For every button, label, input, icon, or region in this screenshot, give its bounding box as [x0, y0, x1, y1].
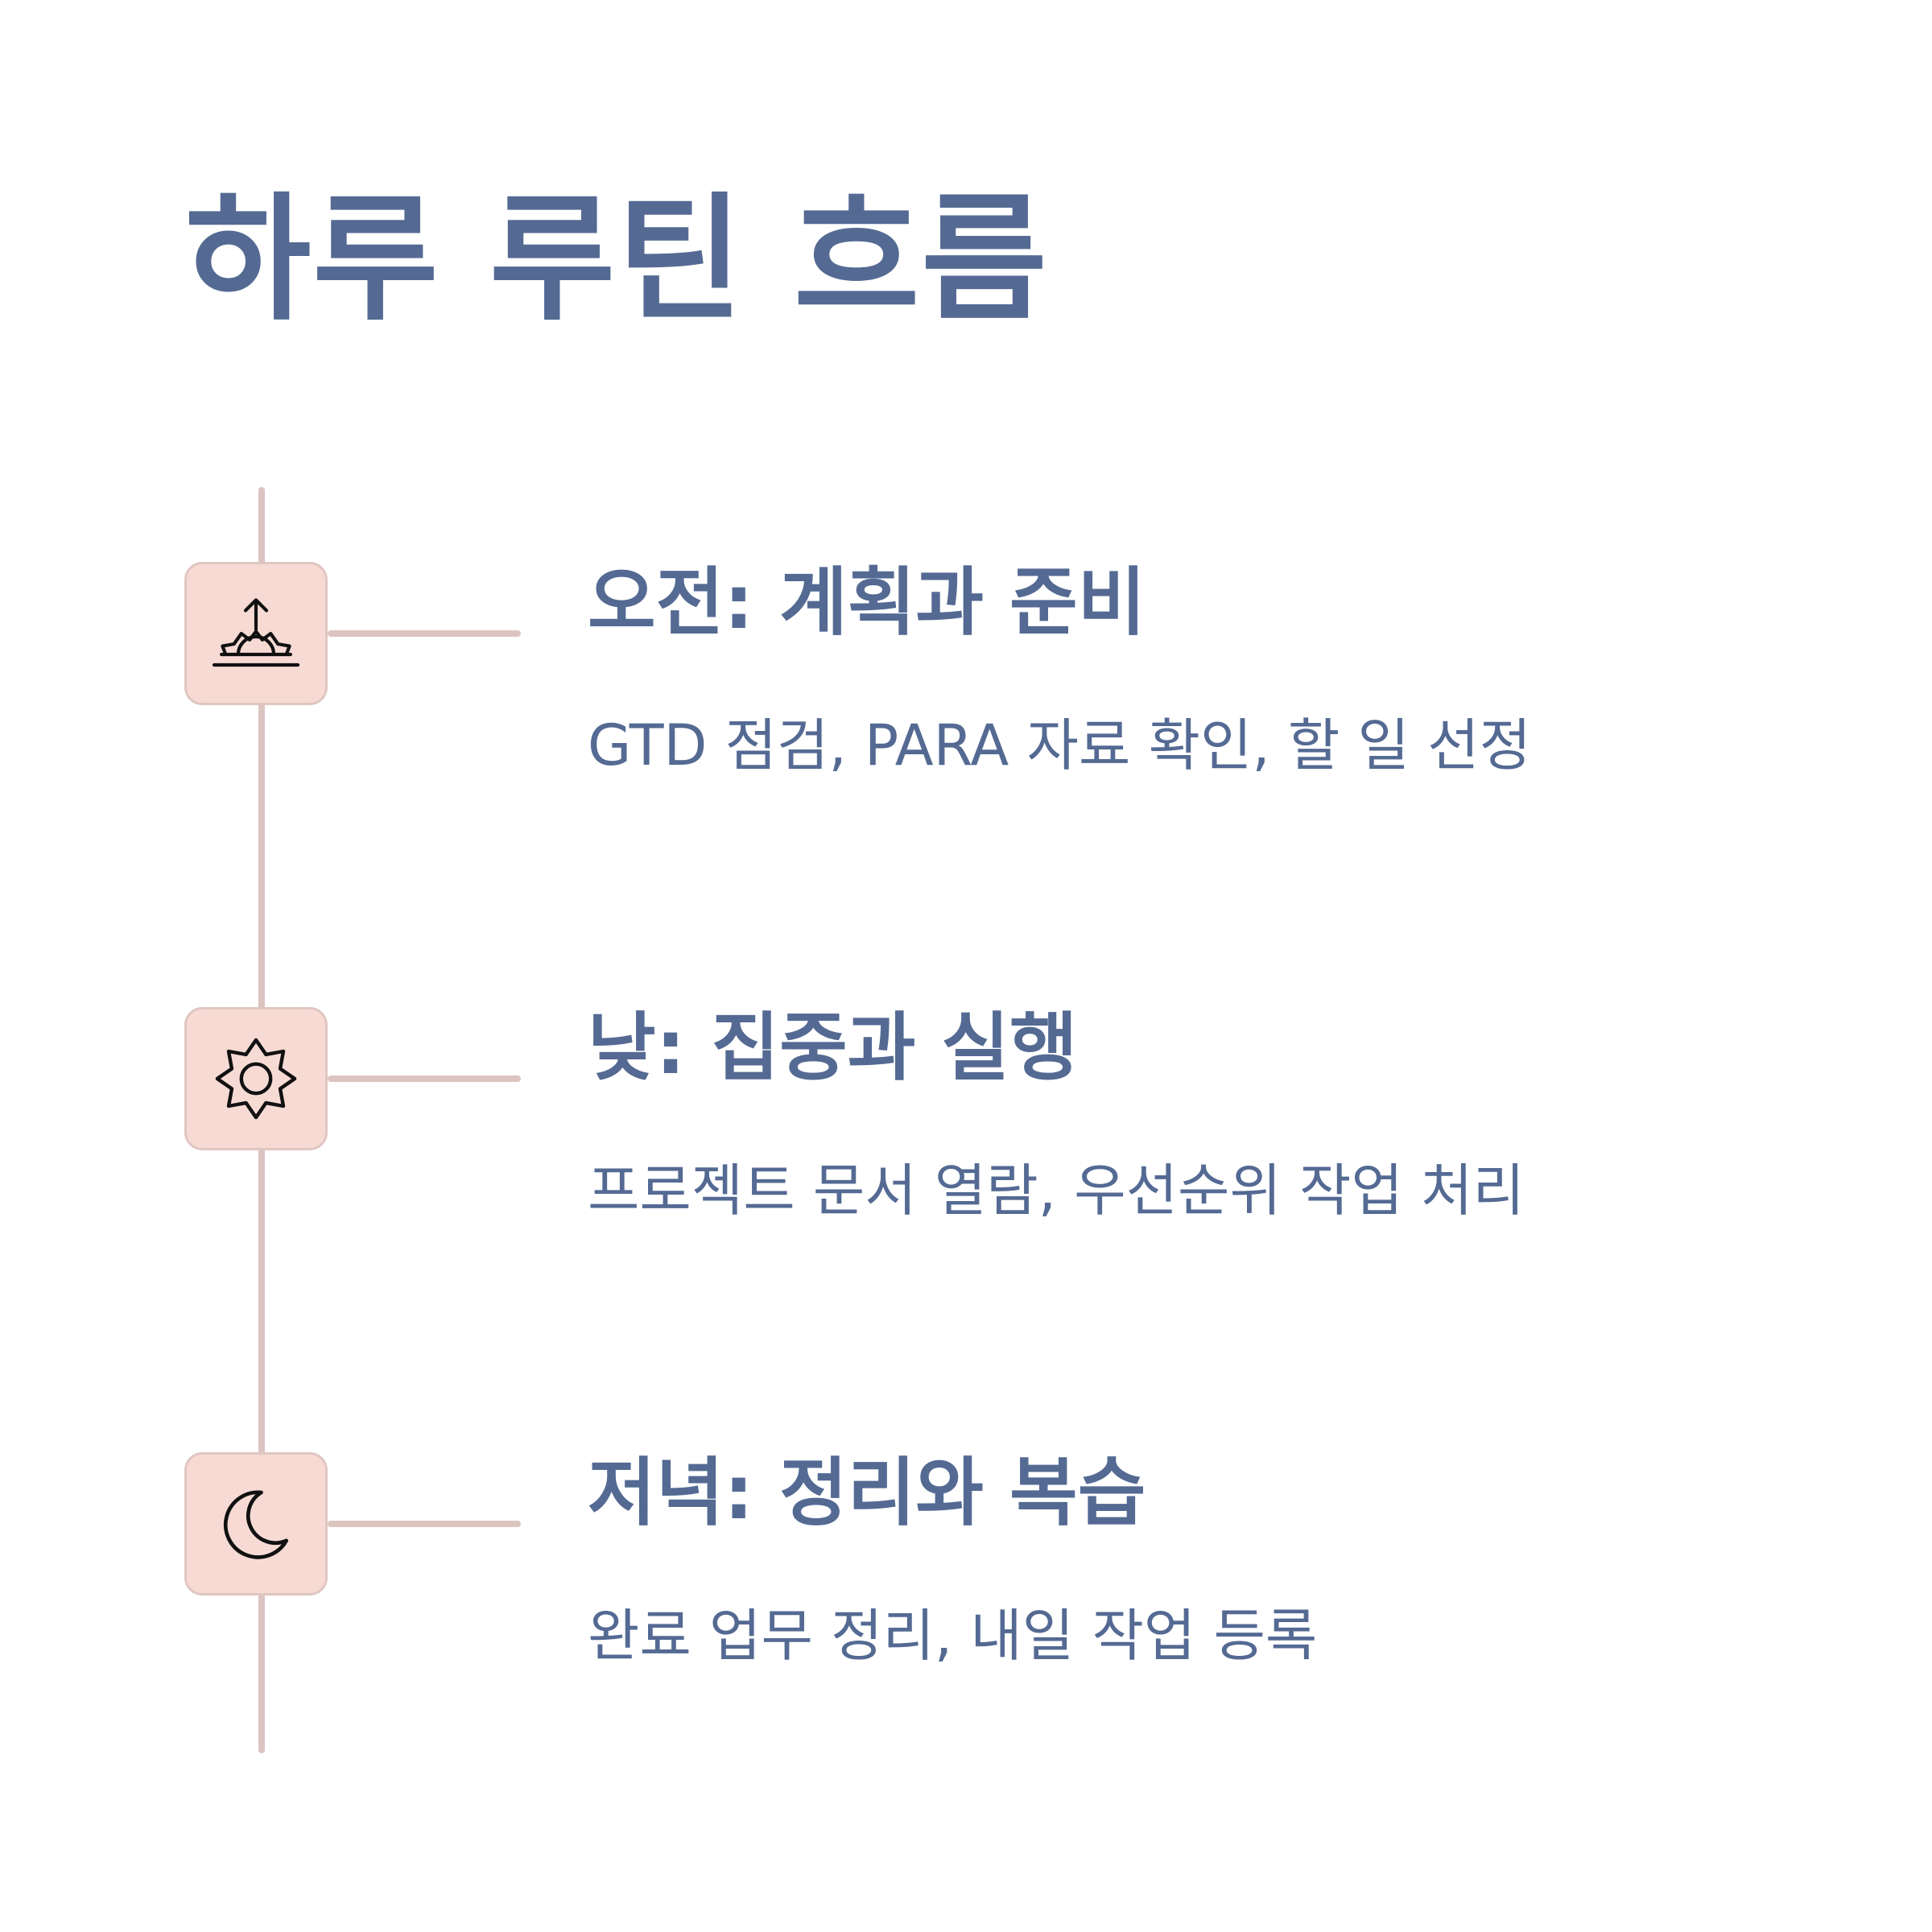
step-description: GTD 점검, PARA 자료 확인, 할 일 선정	[588, 712, 1531, 778]
timeline-step-evening: 저녁: 정리와 복습 완료 업무 정리, 내일 작업 등록	[0, 1450, 1932, 1667]
step-title: 오전: 계획과 준비	[588, 559, 1146, 646]
step-icon-box	[184, 562, 328, 705]
step-connector	[328, 630, 521, 637]
step-connector	[328, 1075, 521, 1082]
step-title: 저녁: 정리와 복습	[588, 1450, 1146, 1536]
sun-icon	[215, 1038, 297, 1120]
timeline-step-daytime: 낮: 집중과 실행 프로젝트 문서 열람, 우선순위 작업 처리	[0, 1005, 1932, 1222]
page-title: 하루 루틴 흐름	[185, 180, 1049, 340]
timeline-step-morning: 오전: 계획과 준비 GTD 점검, PARA 자료 확인, 할 일 선정	[0, 559, 1932, 777]
step-icon-box	[184, 1007, 328, 1150]
sunrise-icon	[212, 598, 300, 667]
step-description: 완료 업무 정리, 내일 작업 등록	[588, 1603, 1318, 1669]
step-description: 프로젝트 문서 열람, 우선순위 작업 처리	[588, 1158, 1525, 1224]
moon-icon	[223, 1490, 289, 1559]
step-connector	[328, 1521, 521, 1527]
step-icon-box	[184, 1452, 328, 1596]
step-title: 낮: 집중과 실행	[588, 1005, 1078, 1091]
